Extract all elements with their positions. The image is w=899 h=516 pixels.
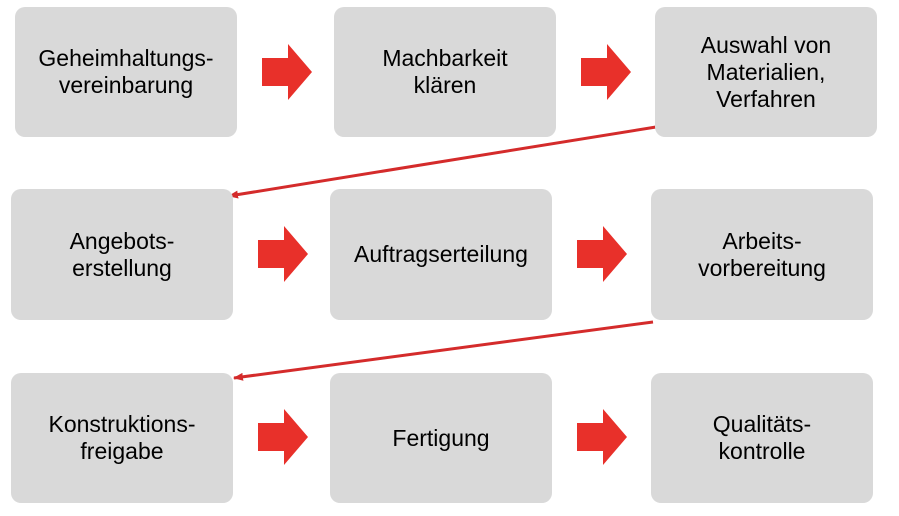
right-arrow-icon <box>577 226 627 282</box>
connector-arrow-row1-to-row2 <box>228 125 657 199</box>
step-box-order-placement: Auftragserteilung <box>330 189 552 320</box>
right-arrow-icon <box>581 44 631 100</box>
step-box-design-release: Konstruktions- freigabe <box>11 373 233 503</box>
right-arrow-icon <box>258 409 308 465</box>
step-box-quality-control: Qualitäts- kontrolle <box>651 373 873 503</box>
right-arrow-icon <box>262 44 312 100</box>
step-box-material-selection: Auswahl von Materialien, Verfahren <box>655 7 877 137</box>
right-arrow-icon <box>577 409 627 465</box>
step-box-nda: Geheimhaltungs- vereinbarung <box>15 7 237 137</box>
step-box-work-preparation: Arbeits- vorbereitung <box>651 189 873 320</box>
connector-arrow-row2-to-row3 <box>233 320 654 381</box>
step-box-quotation: Angebots- erstellung <box>11 189 233 320</box>
step-box-manufacturing: Fertigung <box>330 373 552 503</box>
step-box-feasibility: Machbarkeit klären <box>334 7 556 137</box>
right-arrow-icon <box>258 226 308 282</box>
